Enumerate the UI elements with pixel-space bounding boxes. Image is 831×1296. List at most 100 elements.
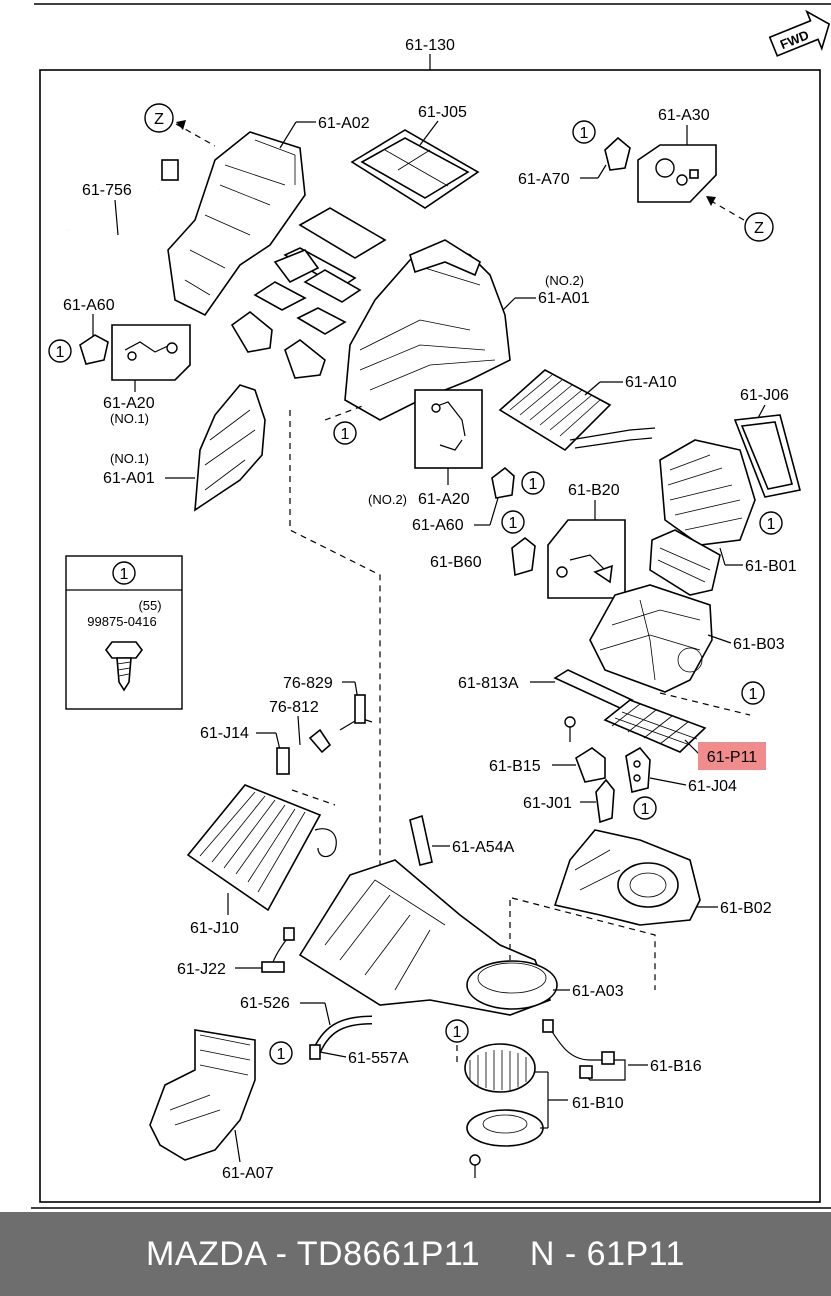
svg-text:1: 1 [453, 1024, 462, 1041]
evaporator-j10 [186, 784, 337, 912]
kit-a20-no1 [111, 324, 191, 381]
label-61-j06: 61-J06 [740, 387, 789, 404]
sensor-j14 [276, 747, 290, 775]
label-61-b20: 61-B20 [568, 482, 620, 499]
legend-part-number: 99875-0416 [87, 614, 156, 629]
blower-case-b03 [589, 584, 713, 693]
label-no1-a01: (NO.1) [110, 451, 149, 466]
callout-a60-mid: 1 [521, 471, 545, 495]
flaps-center [253, 207, 387, 335]
label-61-a03: 61-A03 [572, 983, 624, 1000]
callout-557a: 1 [269, 1041, 293, 1065]
kit-b20 [547, 519, 626, 599]
callout-j01: 1 [633, 796, 657, 820]
callout-b60: 1 [501, 510, 525, 534]
screw-bolt-icon [105, 641, 143, 692]
label-61-a60-left: 61-A60 [63, 297, 115, 314]
bracket-left [230, 310, 273, 353]
label-61-557a: 61-557A [348, 1050, 409, 1067]
svg-text:1: 1 [767, 516, 776, 533]
guide-line-left [289, 410, 381, 915]
bracket-center [284, 339, 326, 379]
label-61-p11: 61-P11 [707, 749, 758, 766]
label-61-j22: 61-J22 [177, 961, 226, 978]
label-61-j04: 61-J04 [688, 778, 737, 795]
callout-b01: 1 [759, 511, 783, 535]
label-no1-a20: (NO.1) [110, 411, 149, 426]
filter-frame-j05 [350, 129, 480, 209]
callout-a70: 1 [572, 120, 596, 144]
legend-box [65, 555, 183, 710]
sensor-j22 [261, 927, 295, 973]
footer-text: MAZDA - TD8661P11 N - 61P11 [146, 1235, 685, 1274]
cabin-filter-p11 [603, 699, 707, 753]
svg-text:1: 1 [529, 476, 538, 493]
callout-a60-left: 1 [48, 339, 72, 363]
svg-text:1: 1 [749, 686, 758, 703]
kit-a20-no2-parts [431, 401, 466, 451]
clip-b60 [511, 536, 536, 577]
label-76-812: 76-812 [269, 699, 319, 716]
link-812 [308, 728, 332, 754]
label-61-813a: 61-813A [458, 675, 519, 692]
heater-core-a10 [498, 369, 656, 452]
svg-text:Z: Z [754, 220, 764, 237]
assembly-label: 61-130 [405, 37, 455, 54]
svg-text:Z: Z [154, 111, 164, 128]
label-61-a20-left: 61-A20 [103, 395, 155, 412]
callout-a01-housing: 1 [324, 404, 366, 445]
footer-ref: N - 61P11 [529, 1234, 685, 1273]
kit-a30 [637, 144, 717, 203]
label-61-b15: 61-B15 [489, 758, 541, 775]
part-j01 [595, 778, 615, 824]
svg-text:1: 1 [641, 801, 650, 818]
label-61-a20-mid: 61-A20 [418, 491, 470, 508]
gasket-j04 [625, 746, 651, 793]
label-61-526: 61-526 [240, 995, 290, 1012]
label-61-b02: 61-B02 [720, 900, 772, 917]
callout-b10: 1 [445, 1019, 469, 1043]
label-61-j14: 61-J14 [200, 725, 249, 742]
footer-brand-part: MAZDA - TD8661P11 [146, 1234, 481, 1273]
clip-a60-mid [491, 466, 515, 499]
blower-motor-b10 [464, 1043, 544, 1147]
fwd-arrow-icon: FWD [768, 9, 831, 57]
clip-a70 [604, 136, 631, 171]
highlight-box [698, 742, 766, 770]
kit-b20-parts [556, 554, 613, 584]
harness-b16 [542, 1019, 626, 1081]
label-61-a02: 61-A02 [318, 115, 370, 132]
screw-motor-icon [469, 1154, 481, 1178]
housing-a01-no2 [344, 239, 511, 421]
label-no2-a20: (NO.2) [368, 492, 407, 507]
kit-a30-parts [655, 158, 699, 186]
resistor-b15 [575, 747, 606, 783]
housing-a01-no1 [194, 384, 266, 512]
label-61-a10: 61-A10 [625, 374, 677, 391]
label-61-b60: 61-B60 [430, 554, 482, 571]
label-61-756: 61-756 [82, 182, 132, 199]
label-61-b01: 61-B01 [745, 558, 797, 575]
svg-text:1: 1 [341, 426, 350, 443]
hose-756 [66, 159, 179, 255]
label-61-j05: 61-J05 [418, 104, 467, 121]
label-61-b03: 61-B03 [733, 636, 785, 653]
footer-bar: MAZDA - TD8661P11 N - 61P11 [0, 1212, 831, 1296]
svg-text:1: 1 [509, 515, 518, 532]
label-61-j01: 61-J01 [523, 795, 572, 812]
label-76-829: 76-829 [283, 675, 333, 692]
parts-diagram: 61-130 FWD Z Z 61-A02 61-J05 [31, 3, 831, 1209]
lower-case-a03 [298, 859, 558, 1016]
svg-text:1: 1 [56, 344, 65, 361]
svg-text:1: 1 [277, 1046, 286, 1063]
screw-icon [564, 716, 576, 742]
label-61-b10: 61-B10 [572, 1095, 624, 1112]
label-61-a07: 61-A07 [222, 1165, 274, 1182]
label-61-a30: 61-A30 [658, 107, 710, 124]
blower-wheel-b01 [649, 439, 756, 596]
label-no2-top: (NO.2) [545, 273, 584, 288]
label-61-a01-top: 61-A01 [538, 290, 590, 307]
svg-text:1: 1 [580, 125, 589, 142]
clamp-557a [309, 1044, 321, 1060]
label-61-a70: 61-A70 [518, 171, 570, 188]
